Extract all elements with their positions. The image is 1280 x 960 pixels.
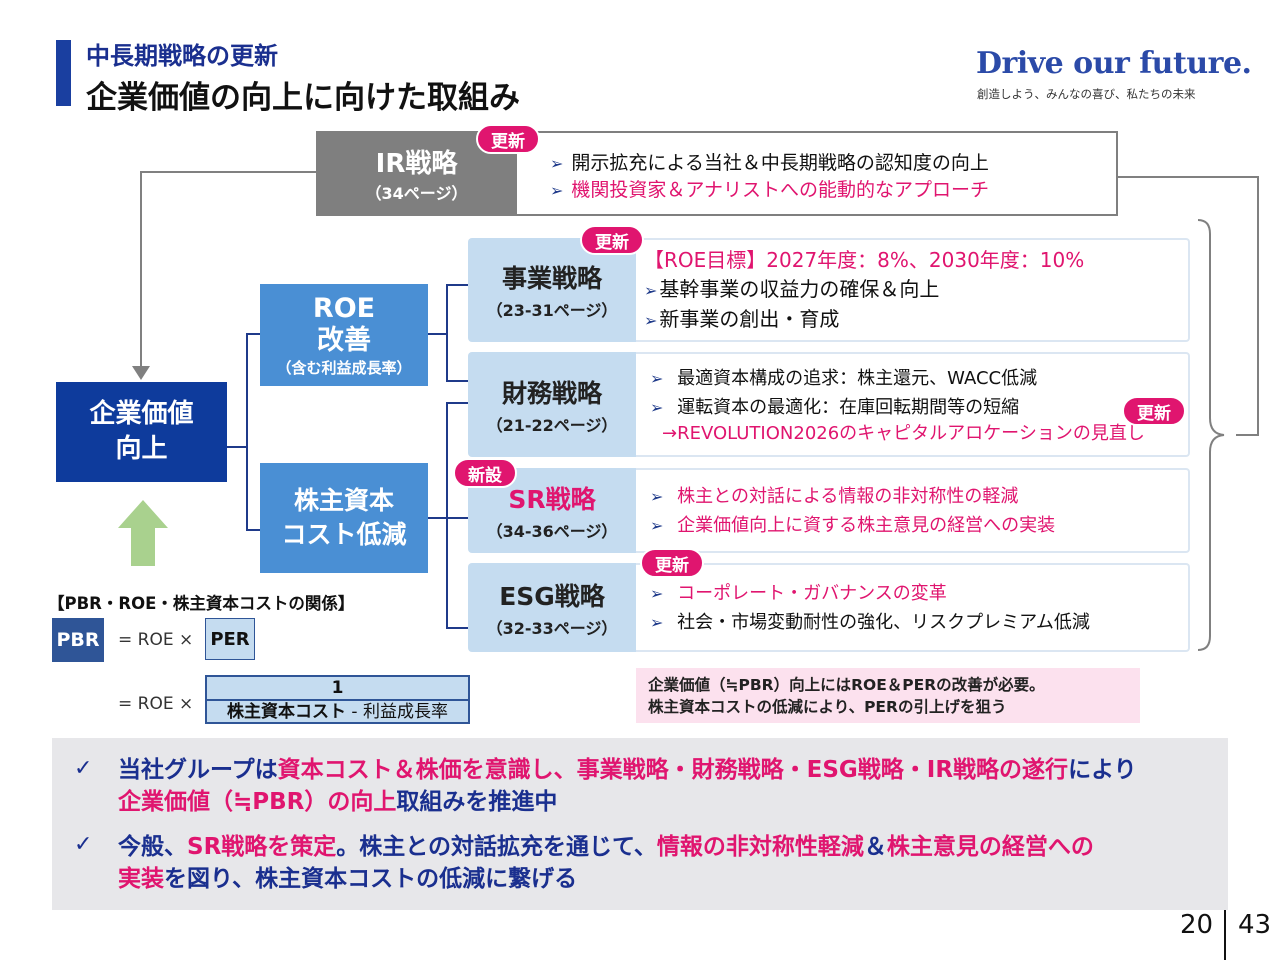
updated-badge: 更新	[476, 124, 540, 154]
formula-eq: = ROE ×	[118, 694, 194, 714]
sr-strategy-label: SR戦略（34-36ページ）	[468, 468, 636, 553]
summary-text-segment: 。株主との対話拡充を通じて、	[336, 834, 657, 860]
pbr-box: PBR	[52, 618, 104, 662]
summary-text-segment: により	[1068, 757, 1137, 783]
title-accent-bar	[56, 40, 71, 106]
per-box: PER	[205, 618, 255, 660]
summary-point-1: 当社グループは資本コスト＆株価を意識し、事業戦略・財務戦略・ESG戦略・IR戦略…	[118, 754, 1137, 818]
summary-text-segment: SR戦略を策定	[187, 834, 337, 860]
arrow-down-icon	[132, 366, 150, 380]
finance-strategy-label: 財務戦略（21-22ページ）	[468, 352, 636, 457]
updated-badge: 更新	[580, 225, 644, 255]
esg-strategy-detail: ➢ コーポレート・ガバナンスの変革 ➢ 社会・市場変動耐性の強化、リスクプレミア…	[636, 563, 1190, 652]
summary-text-segment: 当社グループは	[118, 757, 278, 783]
summary-text-segment: 情報の非対称性軽減	[656, 834, 864, 860]
business-strategy-label: 事業戦略（23-31ページ）	[468, 238, 636, 342]
brand-tagline: 創造しよう、みんなの喜び、私たちの未来	[977, 87, 1196, 101]
finance-strategy-detail: ➢ 最適資本構成の追求：株主還元、WACC低減 ➢ 運転資本の最適化：在庫回転期…	[636, 352, 1190, 457]
ir-bullet: ➢機関投資家＆アナリストへの能動的なアプローチ	[550, 179, 990, 201]
formula-eq: = ROE ×	[118, 630, 194, 650]
summary-point-2: 今般、SR戦略を策定。株主との対話拡充を通じて、情報の非対称性軽減＆株主意見の経…	[118, 831, 1094, 895]
summary-box	[52, 738, 1228, 910]
formula-heading: 【PBR・ROE・株主資本コストの関係】	[48, 594, 355, 613]
page-number: 20	[1180, 910, 1214, 940]
check-icon: ✓	[74, 832, 93, 857]
roe-improvement-box: ROE 改善 （含む利益成長率）	[260, 284, 428, 386]
ir-bullet: ➢開示拡充による当社＆中長期戦略の認知度の向上	[550, 152, 989, 174]
page-subtitle: 中長期戦略の更新	[86, 42, 278, 70]
esg-strategy-label: ESG戦略（32-33ページ）	[468, 563, 636, 652]
updated-badge: 更新	[1122, 396, 1186, 426]
summary-text-segment: 企業価値（≒PBR）の向上	[118, 789, 397, 815]
page-total: 43	[1238, 910, 1272, 940]
pbr-note-box: 企業価値（≒PBR）向上にはROE＆PERの改善が必要。株主資本コストの低減によ…	[636, 668, 1140, 723]
arrow-up-icon	[118, 500, 168, 566]
corporate-value-box: 企業価値向上	[56, 382, 227, 482]
check-icon: ✓	[74, 756, 93, 781]
business-strategy-detail: 【ROE目標】2027年度：8%、2030年度：10% ➢基幹事業の収益力の確保…	[636, 238, 1190, 342]
summary-text-segment: 今般、	[118, 834, 187, 860]
cost-reduction-box: 株主資本コスト低減	[260, 463, 428, 573]
summary-text-segment: を図り、株主資本コストの低減に繋げる	[164, 866, 578, 892]
summary-text-segment: ＆	[863, 834, 887, 860]
page-title: 企業価値の向上に向けた取組み	[86, 80, 520, 116]
sr-strategy-detail: ➢ 株主との対話による情報の非対称性の軽減 ➢ 企業価値向上に資する株主意見の経…	[636, 468, 1190, 553]
new-badge: 新設	[453, 458, 517, 488]
brand-slogan: Drive our future.	[976, 46, 1252, 81]
summary-text-segment: 株主意見の経営への	[886, 834, 1094, 860]
summary-text-segment: 資本コスト＆株価を意識し、事業戦略・財務戦略・ESG戦略・IR戦略の遂行	[277, 757, 1069, 783]
curly-brace-icon	[1197, 219, 1225, 651]
fraction-box: 1 株主資本コスト - 利益成長率	[205, 675, 470, 724]
summary-text-segment: 取組みを推進中	[396, 789, 558, 815]
updated-badge: 更新	[640, 548, 704, 578]
summary-text-segment: 実装	[118, 866, 164, 892]
